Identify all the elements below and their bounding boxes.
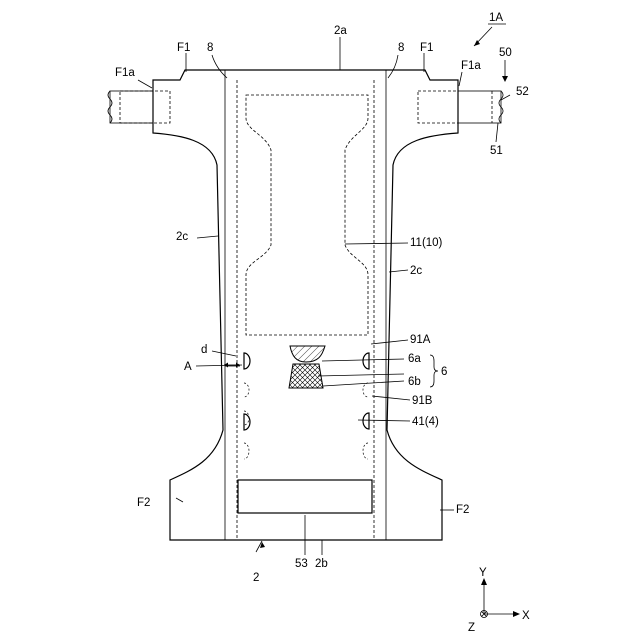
- label-elastic-left: 8: [207, 42, 213, 54]
- label-part-6a: 6a: [408, 353, 421, 365]
- label-side-edge-left: 2c: [176, 231, 188, 243]
- label-region-91a: 91A: [410, 334, 431, 346]
- label-axis-z: Z: [468, 622, 475, 634]
- label-region-91b: 91B: [412, 395, 433, 407]
- label-fastener: 50: [499, 47, 512, 59]
- part-6a-hatched: [290, 346, 325, 362]
- label-flap-right: F1: [420, 42, 433, 54]
- label-flap-end-left: F1a: [115, 67, 135, 79]
- left-cuff-dashed-1: [244, 383, 249, 397]
- label-lower-flap-left: F2: [137, 497, 150, 509]
- diaper-outline: [153, 70, 458, 540]
- absorbent-core-outline: [246, 95, 368, 335]
- label-dim-a: A: [184, 361, 192, 373]
- left-cuff-91a: [244, 353, 250, 369]
- brace-6: [430, 355, 438, 387]
- leader-lines: [138, 37, 510, 555]
- label-absorber: 11(10): [410, 237, 443, 249]
- label-side-edge-right: 2c: [410, 265, 422, 277]
- label-part-41: 41(4): [412, 416, 439, 428]
- label-part-6b: 6b: [408, 376, 421, 388]
- label-fastener-base: 51: [490, 145, 503, 157]
- label-lower-flap-right: F2: [456, 504, 469, 516]
- label-bottom-edge: 2b: [315, 558, 328, 570]
- label-flap-end-right: F1a: [461, 60, 481, 72]
- left-fastener-inner: [120, 91, 170, 123]
- label-dim-d: d: [201, 344, 207, 356]
- label-target-tape: 53: [295, 558, 308, 570]
- label-body: 2: [253, 572, 259, 584]
- part-6b-crosshatched: [289, 364, 323, 388]
- dim-d-head-right: [236, 363, 240, 368]
- right-cuff-91a: [363, 353, 369, 369]
- label-top-edge: 2a: [334, 25, 347, 37]
- label-flap-left: F1: [177, 42, 190, 54]
- right-fastener-inner: [418, 91, 458, 123]
- label-part-6: 6: [441, 366, 447, 378]
- label-fastener-hook: 52: [516, 86, 529, 98]
- label-axis-y: Y: [479, 567, 487, 579]
- left-fastener-tab: [110, 91, 153, 123]
- label-axis-x: X: [522, 610, 530, 622]
- left-cuff-dashed-3: [244, 443, 249, 459]
- target-tape-53: [238, 480, 372, 513]
- left-cuff-41: [244, 414, 250, 430]
- fastener-arrowhead: [502, 76, 508, 82]
- axis-indicator: [481, 578, 521, 618]
- label-fig-ref: 1A: [489, 12, 503, 24]
- right-cuff-dashed-3: [363, 443, 368, 459]
- right-fastener-tab: [458, 91, 501, 123]
- label-elastic-right: 8: [398, 42, 404, 54]
- left-cuff-dashed-2: [244, 411, 249, 425]
- right-cuff-41: [363, 413, 369, 429]
- right-cuff-91b: [363, 383, 368, 397]
